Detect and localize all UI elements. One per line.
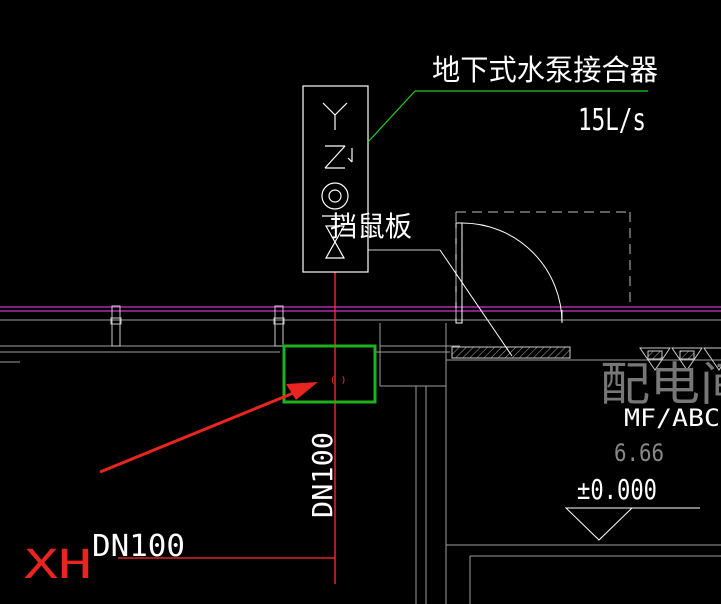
wall-lines xyxy=(0,319,721,604)
highlight-box xyxy=(282,344,377,404)
threshold xyxy=(439,249,571,359)
pipe-horizontal-label: DN100 xyxy=(92,529,185,564)
door-swing xyxy=(455,222,563,324)
pump-adapter-label: 地下式水泵接合器 xyxy=(432,53,658,87)
pipe-vertical-label: DN100 xyxy=(306,432,339,518)
valve-icon xyxy=(322,102,348,130)
xh-label: XH xyxy=(24,542,92,588)
railing-posts xyxy=(110,305,285,347)
flow-rate-label: 15L/s xyxy=(578,103,646,138)
extinguisher-label: MF/ABC4 xyxy=(624,404,721,432)
room-name-label: 配电间 xyxy=(600,357,721,411)
gate-valve-icon xyxy=(321,182,349,259)
adapter-leader xyxy=(367,90,648,143)
pump-adapter-box xyxy=(302,85,369,273)
pipe-marker: ( ) xyxy=(330,376,346,386)
extinguisher-symbol-icon xyxy=(639,347,721,371)
check-valve-icon xyxy=(324,145,353,169)
value-label: 6.66 xyxy=(614,439,664,467)
annotation-arrow xyxy=(99,382,318,474)
elevation-marker-icon xyxy=(564,507,700,541)
dashed-opening xyxy=(455,211,631,320)
elevation-label: ±0.000 xyxy=(577,473,657,506)
baffle-label: 挡鼠板 xyxy=(330,210,412,243)
magenta-lines xyxy=(0,306,721,312)
